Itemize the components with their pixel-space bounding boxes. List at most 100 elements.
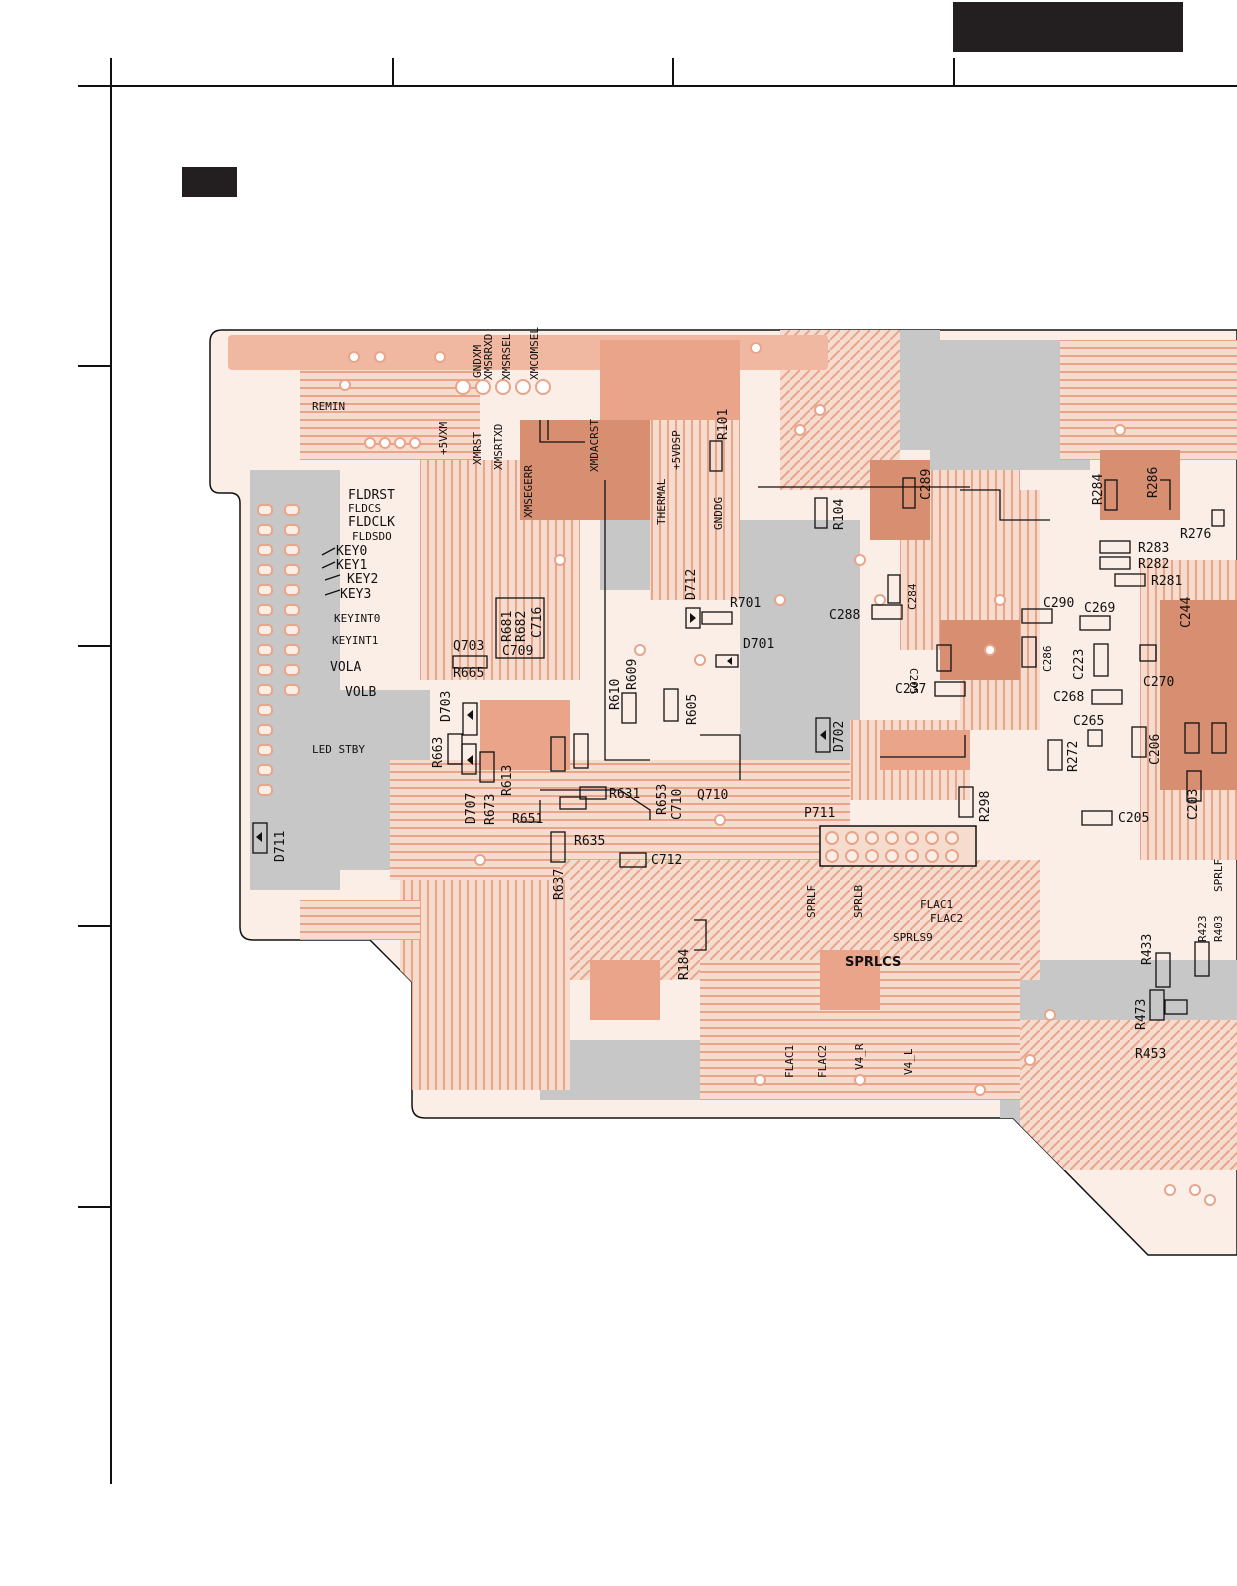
- net-label-fldrst: FLDRST: [348, 488, 395, 503]
- ref-c709: C709: [502, 644, 533, 659]
- ref-r284: R284: [1091, 474, 1106, 505]
- ref-r651: R651: [512, 812, 543, 827]
- net-label-volb: VOLB: [345, 685, 376, 700]
- net-label-v4-r: V4_R: [853, 1043, 866, 1070]
- ref-c268: C268: [1053, 690, 1084, 705]
- row-tick-4: [78, 1206, 111, 1208]
- net-label-key0: KEY0: [336, 544, 367, 559]
- ref-q703: Q703: [453, 639, 484, 654]
- ref-r403: R403: [1212, 916, 1225, 943]
- net-label-flac1: FLAC1: [920, 898, 953, 911]
- ref-r473: R473: [1134, 999, 1149, 1030]
- ref-r286: R286: [1146, 467, 1161, 498]
- ref-c265: C265: [1073, 714, 1104, 729]
- column-tick-2: [672, 58, 674, 86]
- net-label-sprlf-right: SPRLF: [1212, 859, 1225, 892]
- ref-r610: R610: [608, 679, 623, 710]
- net-label-xmdacrst: XMDACRST: [588, 419, 601, 472]
- net-label-5vdsp: +5VDSP: [670, 430, 683, 470]
- ref-r609: R609: [625, 659, 640, 690]
- ref-c716: C716: [530, 607, 545, 638]
- ref-c288: C288: [829, 608, 860, 623]
- ref-d707: D707: [464, 793, 479, 824]
- ref-c205: C205: [1118, 811, 1149, 826]
- ref-c284: C284: [906, 583, 919, 610]
- net-label-led-stby: LED STBY: [312, 743, 365, 756]
- copper-layers: [228, 330, 1237, 1206]
- ref-r665: R665: [453, 666, 484, 681]
- ref-r613: R613: [500, 765, 515, 796]
- ref-r701: R701: [730, 596, 761, 611]
- ref-c237: C237: [895, 682, 926, 697]
- ref-r653: R653: [655, 784, 670, 815]
- ref-r282: R282: [1138, 557, 1169, 572]
- net-label-sprlcs: SPRLCS: [845, 955, 901, 970]
- ref-r184: R184: [677, 949, 692, 980]
- net-label-xmsegerr: XMSEGERR: [522, 465, 535, 518]
- lead-lines: [321, 420, 1171, 951]
- ref-r682: R682: [514, 611, 529, 642]
- net-label-keyint1: KEYINT1: [332, 634, 378, 647]
- column-tick-3: [953, 58, 955, 86]
- ref-c270: C270: [1143, 675, 1174, 690]
- net-label-fldsdo: FLDSDO: [352, 530, 392, 543]
- net-label-gnddg: GNDDG: [712, 497, 725, 530]
- ref-c223: C223: [1072, 649, 1087, 680]
- ref-c286: C286: [1041, 646, 1054, 673]
- ref-r423: R423: [1196, 916, 1209, 943]
- net-label-xmsrsel: XMSRSEL: [500, 333, 513, 380]
- net-label-flac2-bottom: FLAC2: [816, 1045, 829, 1078]
- ref-r104: R104: [832, 499, 847, 530]
- ref-r298: R298: [978, 791, 993, 822]
- ref-r681: R681: [500, 611, 515, 642]
- ref-c206: C206: [1148, 734, 1163, 765]
- component-outlines: [252, 440, 1227, 1021]
- net-label-flac2: FLAC2: [930, 912, 963, 925]
- net-label-fldclk: FLDCLK: [348, 515, 395, 530]
- net-label-thermal: THERMAL: [655, 478, 668, 525]
- ref-c205a: C205: [907, 668, 920, 695]
- ref-r276: R276: [1180, 527, 1211, 542]
- ref-d712: D712: [684, 569, 699, 600]
- net-label-sprls9: SPRLS9: [893, 931, 933, 944]
- ref-r281: R281: [1151, 574, 1182, 589]
- ref-r631: R631: [609, 787, 640, 802]
- net-label-sprlb: SPRLB: [852, 885, 865, 918]
- net-label-key2: KEY2: [347, 572, 378, 587]
- ref-c244: C244: [1179, 597, 1194, 628]
- ref-r635: R635: [574, 834, 605, 849]
- net-label-v4-l: V4_L: [902, 1048, 915, 1075]
- ref-c290: C290: [1043, 596, 1074, 611]
- p711-pins: [825, 831, 959, 863]
- section-tag: [182, 167, 237, 197]
- ref-r637: R637: [552, 869, 567, 900]
- row-tick-3: [78, 925, 111, 927]
- ref-q710: Q710: [697, 788, 728, 803]
- net-label-fldcs: FLDCS: [348, 502, 381, 515]
- ref-r663: R663: [431, 737, 446, 768]
- top-frame-line: [78, 85, 1237, 87]
- net-label-5vxm: +5VXM: [437, 422, 450, 455]
- net-label-xmsrrxd: XMSRRXD: [482, 334, 495, 380]
- ref-p711: P711: [804, 806, 835, 821]
- ref-c269: C269: [1084, 601, 1115, 616]
- ref-c712: C712: [651, 853, 682, 868]
- column-tick-1: [392, 58, 394, 86]
- net-label-key1: KEY1: [336, 558, 367, 573]
- ref-c203: C203: [1186, 789, 1201, 820]
- net-label-xmrst: XMRST: [471, 432, 484, 465]
- row-tick-2: [78, 645, 111, 647]
- connector-pads-left: [257, 504, 300, 796]
- net-label-remin: REMIN: [312, 400, 345, 413]
- net-label-xmcomsel: XMCOMSEL: [528, 327, 541, 380]
- via-holes: [339, 342, 1216, 1206]
- net-label-gndxm: GNDXM: [471, 345, 484, 378]
- net-label-vola: VOLA: [330, 660, 361, 675]
- net-label-key3: KEY3: [340, 587, 371, 602]
- ref-d703: D703: [439, 691, 454, 722]
- net-label-sprlf: SPRLF: [805, 885, 818, 918]
- ref-c710: C710: [670, 789, 685, 820]
- left-frame-line: [110, 58, 112, 1484]
- ref-r605: R605: [685, 694, 700, 725]
